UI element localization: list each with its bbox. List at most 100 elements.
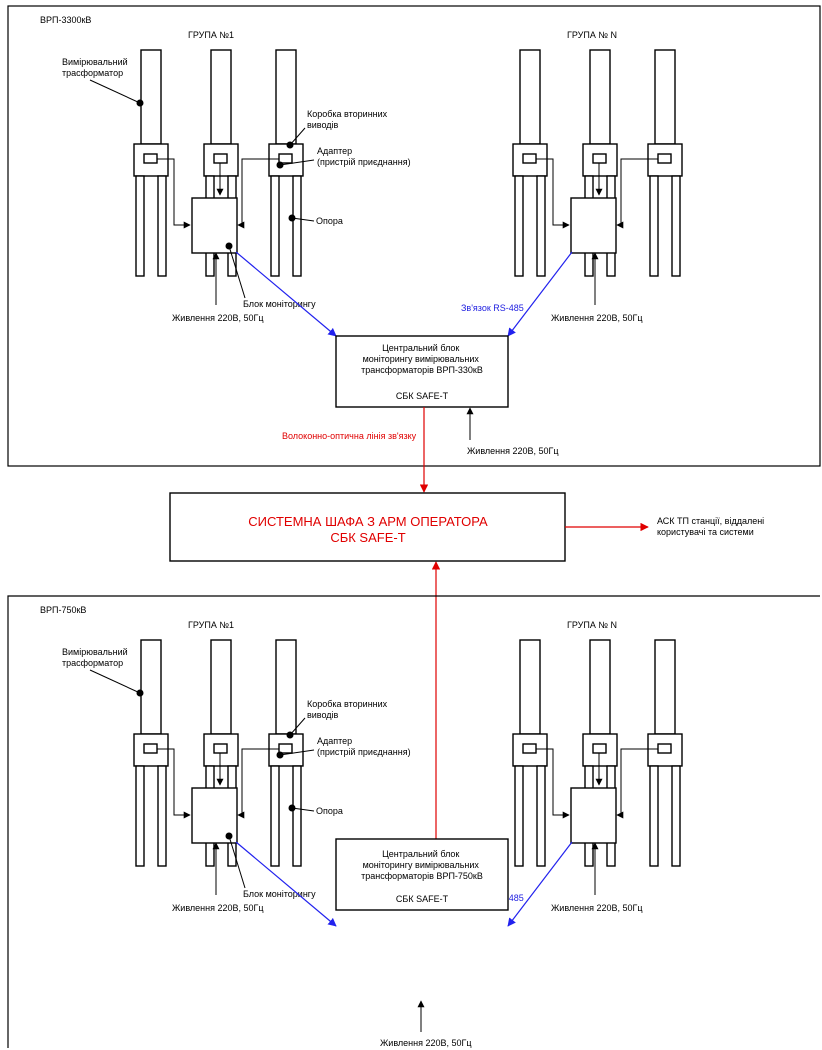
fiber-label: Волоконно-оптична лінія зв'язку [282, 431, 417, 441]
central-monitoring-block [335, 838, 509, 911]
transformer-group-1 [133, 49, 304, 277]
transformer-column [519, 49, 541, 145]
instrument-transformer [133, 639, 169, 867]
adapter-label: Адаптер (пристрій приєднання) [317, 736, 411, 757]
transformer-marker [136, 689, 144, 697]
instrument-transformer [268, 49, 304, 277]
secondary-box-label: Коробка вторинних виводів [307, 109, 390, 130]
transformer-label: Вимірювальний трасформатор [62, 57, 130, 78]
adapter [213, 743, 228, 754]
central-block-sbk: СБК SAFE-T [396, 894, 449, 904]
support-leg [649, 765, 659, 867]
secondary-terminal-box [133, 733, 169, 767]
support-label: Опора [316, 806, 343, 816]
support-leg [514, 765, 524, 867]
support-leg [649, 175, 659, 277]
adapter [522, 153, 537, 164]
section-vrp-330: ВРП-3300кВ ГРУПА №1 ГРУПА № N Вимірюваль… [7, 5, 821, 467]
central-block-sbk: СБК SAFE-T [396, 391, 449, 401]
cabinet-subtitle: СБК SAFE-T [330, 530, 405, 545]
support-marker [288, 214, 296, 222]
instrument-transformer [133, 49, 169, 277]
central-power-label: Живлення 220В, 50Гц [380, 1038, 472, 1048]
transformer-column [275, 49, 297, 145]
rs485-link-right [507, 841, 573, 927]
group-1-label: ГРУПА №1 [188, 620, 234, 630]
instrument-transformer [647, 49, 683, 277]
section-frame [7, 5, 821, 467]
support-leg [135, 765, 145, 867]
rs485-label: Зв'язок RS-485 [461, 303, 524, 313]
power-right-label: Живлення 220В, 50Гц [551, 313, 643, 323]
transformer-column [140, 49, 162, 145]
group-n-label: ГРУПА № N [567, 30, 617, 40]
adapter [213, 153, 228, 164]
transformer-label: Вимірювальний трасформатор [62, 647, 130, 668]
central-monitoring-block [335, 335, 509, 408]
support-marker [288, 804, 296, 812]
adapter-label: Адаптер (пристрій приєднання) [317, 146, 411, 167]
power-right-label: Живлення 220В, 50Гц [551, 903, 643, 913]
transformer-column [210, 639, 232, 735]
transformer-group-1 [133, 639, 304, 867]
section-frame [7, 595, 820, 1048]
transformer-column [519, 639, 541, 735]
monitoring-block [191, 197, 238, 254]
adapter [592, 153, 607, 164]
operator-cabinet: СИСТЕМНА ШАФА З АРМ ОПЕРАТОРА СБК SAFE-T… [169, 492, 767, 562]
support-leg [270, 765, 280, 867]
cabinet-box [169, 492, 566, 562]
transformer-marker [136, 99, 144, 107]
central-block-label: Центральний блок моніторингу вимірювальн… [361, 849, 483, 881]
support-leg [157, 175, 167, 277]
support-leg [671, 175, 681, 277]
secondary-box-marker [286, 731, 294, 739]
transformer-column [589, 49, 611, 145]
instrument-transformer [512, 49, 548, 277]
power-left-label: Живлення 220В, 50Гц [172, 903, 264, 913]
external-systems-label: АСК ТП станції, віддалені користувачі та… [657, 516, 767, 537]
secondary-box-label: Коробка вторинних виводів [307, 699, 390, 720]
support-leg [292, 175, 302, 277]
support-leg [536, 175, 546, 277]
adapter [592, 743, 607, 754]
monitoring-block [570, 197, 617, 254]
support-leg [270, 175, 280, 277]
support-label: Опора [316, 216, 343, 226]
central-block-label: Центральний блок моніторингу вимірювальн… [361, 343, 483, 375]
rs485-link-left [235, 841, 337, 927]
rs485-link-left [235, 251, 337, 337]
transformer-column [140, 639, 162, 735]
secondary-terminal-box [203, 143, 239, 177]
central-power-label: Живлення 220В, 50Гц [467, 446, 559, 456]
monitor-block-label: Блок моніторингу [243, 889, 316, 899]
rs485-link-right [507, 251, 573, 337]
power-left-label: Живлення 220В, 50Гц [172, 313, 264, 323]
transformer-group-n [512, 639, 683, 867]
transformer-group-n [512, 49, 683, 277]
adapter [143, 153, 158, 164]
support-leg [157, 765, 167, 867]
adapter [143, 743, 158, 754]
section-vrp-750: ВРП-750кВ ГРУПА №1 ГРУПА № N Вимірювальн… [7, 595, 820, 1048]
transformer-column [275, 639, 297, 735]
transformer-column [589, 639, 611, 735]
support-leg [536, 765, 546, 867]
adapter [657, 153, 672, 164]
section-label: ВРП-750кВ [40, 605, 86, 615]
transformer-column [654, 639, 676, 735]
support-leg [135, 175, 145, 277]
transformer-column [654, 49, 676, 145]
monitor-block-marker [225, 242, 233, 250]
transformer-column [210, 49, 232, 145]
monitoring-block [191, 787, 238, 844]
adapter-marker [276, 161, 284, 169]
instrument-transformer [268, 639, 304, 867]
group-n-label: ГРУПА № N [567, 620, 617, 630]
cabinet-title: СИСТЕМНА ШАФА З АРМ ОПЕРАТОРА [248, 514, 488, 529]
instrument-transformer [512, 639, 548, 867]
adapter-marker [276, 751, 284, 759]
group-1-label: ГРУПА №1 [188, 30, 234, 40]
instrument-transformer [647, 639, 683, 867]
